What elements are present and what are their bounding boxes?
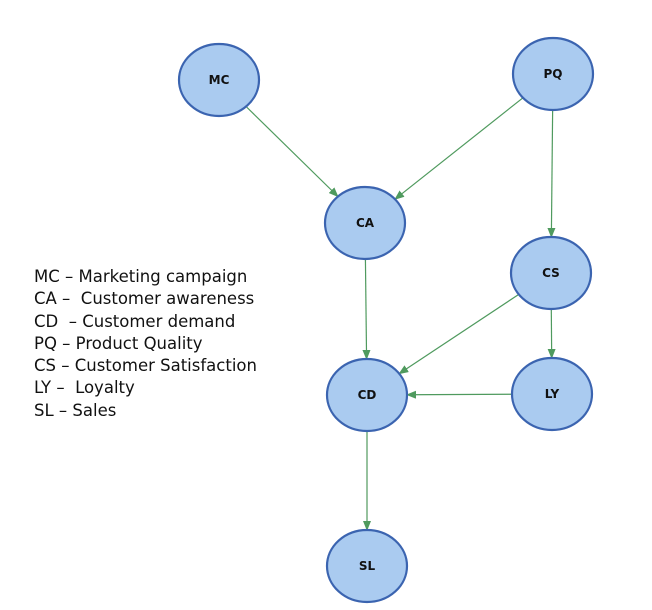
- node-label-pq: PQ: [544, 67, 563, 81]
- legend: MC – Marketing campaign CA – Customer aw…: [34, 266, 257, 422]
- edges-layer: [245, 97, 556, 531]
- edge-pq-to-cs: [547, 109, 556, 239]
- node-circle-pq: [511, 36, 595, 112]
- legend-item-mc: MC – Marketing campaign: [34, 267, 248, 286]
- edge-pq-to-ca: [394, 97, 524, 200]
- edge-ca-to-cd: [362, 258, 371, 361]
- node-pq: PQ: [511, 36, 595, 112]
- node-label-cd: CD: [358, 388, 377, 402]
- edge-mc-to-ca: [245, 106, 339, 198]
- node-label-ca: CA: [356, 216, 375, 230]
- node-circle-mc: [177, 42, 261, 118]
- legend-item-pq: PQ – Product Quality: [34, 333, 203, 353]
- node-circle-ly: [510, 356, 594, 432]
- node-circle-sl: [325, 528, 409, 604]
- node-circle-cs: [509, 235, 593, 311]
- node-ca: CA: [323, 185, 407, 261]
- node-mc: MC: [177, 42, 261, 118]
- node-label-sl: SL: [359, 559, 376, 573]
- node-circle-ca: [323, 185, 407, 261]
- legend-item-ca: CA – Customer awareness: [34, 289, 255, 309]
- node-cd: CD: [325, 357, 409, 433]
- legend-item-cd: CD – Customer demand: [34, 311, 236, 331]
- node-label-mc: MC: [209, 73, 230, 87]
- nodes-layer: MC PQ CA CS CD LY SL: [177, 36, 595, 604]
- node-sl: SL: [325, 528, 409, 604]
- node-ly: LY: [510, 356, 594, 432]
- legend-item-sl: SL – Sales: [34, 400, 117, 420]
- node-label-ly: LY: [545, 387, 560, 401]
- node-circle-cd: [325, 357, 409, 433]
- edge-ly-to-cd: [405, 390, 513, 399]
- legend-item-cs: CS – Customer Satisfaction: [34, 356, 257, 376]
- edge-cs-to-cd: [398, 293, 520, 375]
- node-label-cs: CS: [542, 266, 560, 280]
- node-cs: CS: [509, 235, 593, 311]
- legend-item-ly: LY – Loyalty: [34, 378, 135, 398]
